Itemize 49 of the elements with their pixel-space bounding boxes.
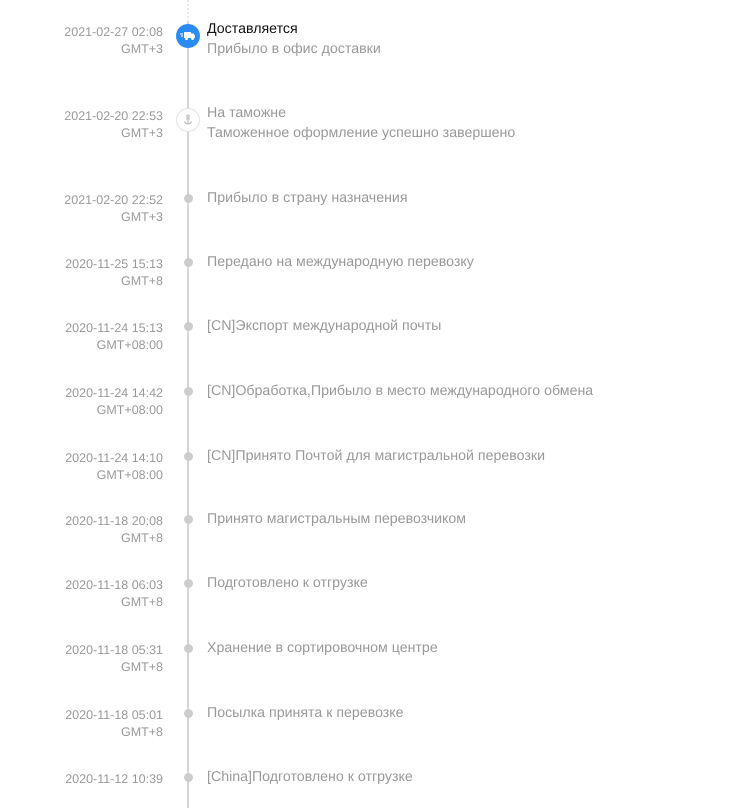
- timestamp: 2020-11-18 05:01: [65, 706, 163, 724]
- timeline-dot: [184, 772, 192, 782]
- timestamp: 2020-11-18 05:31: [65, 642, 163, 658]
- timezone-label: GMT+8: [120, 658, 163, 676]
- timeline-dot: [184, 644, 192, 652]
- timestamp: 2020-11-12 10:39: [65, 770, 163, 788]
- timezone-label: GMT+8: [120, 724, 163, 740]
- status-title: [CN]Обработка,Прибыло в место международного обмена: [207, 382, 594, 401]
- timezone-label: GMT+8: [120, 594, 163, 610]
- timeline-dot: [184, 514, 192, 524]
- timezone-label: GMT+3: [120, 208, 163, 226]
- timezone-label: GMT+8: [120, 530, 163, 546]
- timezone-label: GMT+8: [120, 272, 163, 290]
- timezone-label: GMT+08:00: [96, 466, 163, 484]
- anchor-icon: [176, 108, 200, 132]
- timezone-label: GMT+08:00: [96, 336, 163, 354]
- status-title: Подготовлено к отгрузке: [207, 574, 368, 593]
- status-title: Принято магистральным перевозчиком: [207, 510, 466, 529]
- timezone-label: GMT+08:00: [96, 402, 163, 418]
- status-title: Хранение в сортировочном центре: [207, 639, 438, 658]
- timezone-label: GMT+3: [120, 40, 163, 58]
- timestamp: 2020-11-24 14:10: [65, 450, 163, 466]
- status-title: [CN]Принято Почтой для магистральной перевозки: [207, 447, 545, 466]
- status-title: На таможне: [207, 104, 286, 123]
- status-title: [CN]Экспорт международной почты: [207, 317, 442, 336]
- status-title: Прибыло в страну назначения: [207, 189, 408, 208]
- timeline-dot: [184, 194, 192, 202]
- timeline-dot: [184, 386, 192, 396]
- timestamp: 2020-11-25 15:13: [65, 256, 163, 272]
- status-title: Передано на международную перевозку: [207, 253, 474, 272]
- status-title: Доставляется: [207, 20, 298, 39]
- status-detail: Таможенное оформление успешно завершено: [207, 124, 516, 143]
- timestamp: 2020-11-24 15:13: [65, 320, 163, 336]
- timestamp: 2021-02-27 02:08: [64, 24, 163, 40]
- timeline-dot: [184, 578, 192, 588]
- status-detail: Прибыло в офис доставки: [207, 40, 381, 59]
- timestamp: 2020-11-24 14:42: [65, 384, 163, 402]
- timeline-dot: [184, 322, 192, 330]
- timestamp: 2020-11-18 20:08: [65, 512, 163, 530]
- timezone-label: GMT+3: [120, 124, 163, 142]
- truck-icon: [176, 24, 200, 48]
- timestamp: 2020-11-18 06:03: [65, 576, 163, 594]
- timeline-dot: [184, 258, 192, 266]
- status-title: Посылка принята к перевозке: [207, 704, 404, 723]
- timestamp: 2021-02-20 22:53: [64, 108, 163, 124]
- timeline-dot: [184, 708, 192, 718]
- status-title: [China]Подготовлено к отгрузке: [207, 768, 413, 787]
- timestamp: 2021-02-20 22:52: [64, 192, 163, 208]
- timeline-dot: [184, 452, 192, 460]
